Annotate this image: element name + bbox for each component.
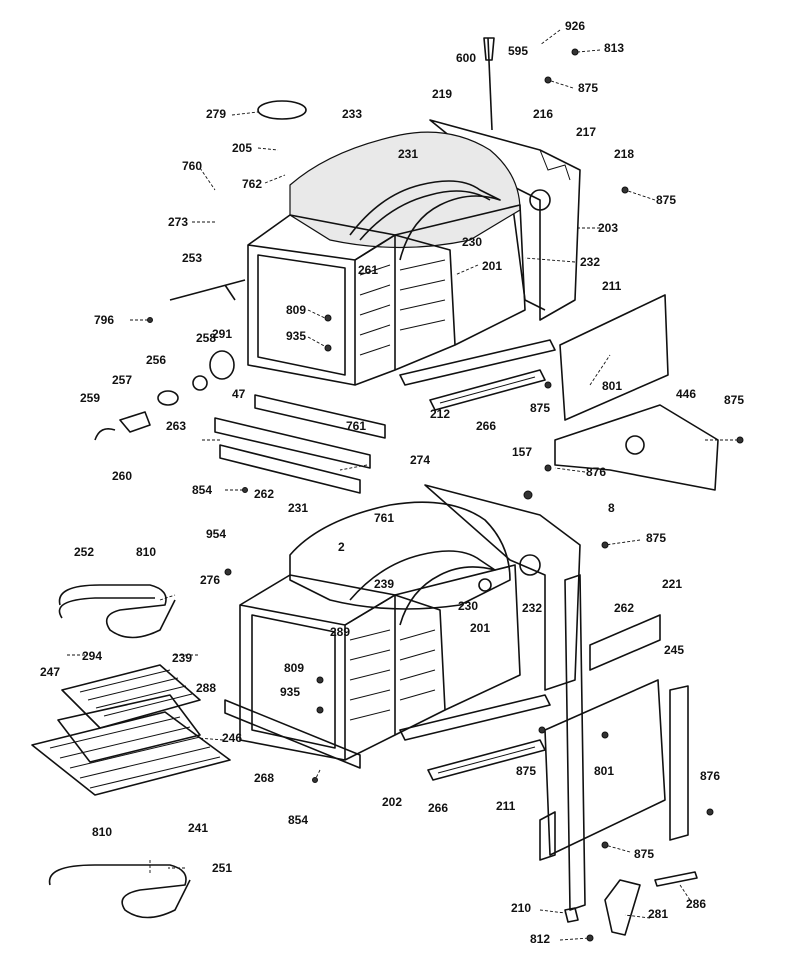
part-number-label: 202	[382, 795, 402, 809]
upper-oven-assembly	[247, 37, 719, 491]
part-number-label: 294	[82, 649, 102, 663]
part-number-label: 266	[428, 801, 448, 815]
part-number-label: 875	[516, 764, 536, 778]
part-number-label: 231	[288, 501, 308, 515]
part-number-label: 875	[724, 393, 744, 407]
part-number-label: 256	[146, 353, 166, 367]
part-number-label: 762	[242, 177, 262, 191]
part-number-label: 761	[346, 419, 366, 433]
part-number-label: 247	[40, 665, 60, 679]
part-number-label: 251	[212, 861, 232, 875]
part-number-label: 291	[212, 327, 232, 341]
part-number-label: 875	[646, 531, 666, 545]
part-number-label: 212	[430, 407, 450, 421]
part-number-label: 262	[614, 601, 634, 615]
part-number-label: 281	[648, 907, 668, 921]
part-number-label: 935	[286, 329, 306, 343]
part-number-label: 446	[676, 387, 696, 401]
part-number-label: 761	[374, 511, 394, 525]
part-number-label: 203	[598, 221, 618, 235]
part-number-label: 201	[482, 259, 502, 273]
part-number-label: 253	[182, 251, 202, 265]
part-number-label: 954	[206, 527, 226, 541]
part-number-label: 219	[432, 87, 452, 101]
part-number-label: 232	[580, 255, 600, 269]
part-number-label: 230	[462, 235, 482, 249]
part-number-label: 205	[232, 141, 252, 155]
part-number-label: 2	[338, 540, 345, 554]
part-number-label: 233	[342, 107, 362, 121]
part-number-label: 801	[602, 379, 622, 393]
lower-oven-assembly	[224, 484, 698, 936]
part-number-label: 218	[614, 147, 634, 161]
part-number-label: 813	[604, 41, 624, 55]
part-number-label: 935	[280, 685, 300, 699]
part-number-label: 812	[530, 932, 550, 946]
part-number-label: 211	[602, 279, 622, 293]
part-number-label: 926	[565, 19, 585, 33]
part-number-label: 241	[188, 821, 208, 835]
part-number-label: 261	[358, 263, 378, 277]
part-number-label: 600	[456, 51, 476, 65]
part-number-label: 268	[254, 771, 274, 785]
part-number-label: 876	[700, 769, 720, 783]
part-labels: 926 813 600 595 875 219 216 279 233 217 218 205 231 7…	[40, 19, 744, 946]
part-number-label: 260	[112, 469, 132, 483]
part-number-label: 239	[172, 651, 192, 665]
part-number-label: 854	[288, 813, 308, 827]
part-number-label: 201	[470, 621, 490, 635]
part-number-label: 257	[112, 373, 132, 387]
part-number-label: 210	[511, 901, 531, 915]
part-number-label: 279	[206, 107, 226, 121]
part-number-label: 809	[284, 661, 304, 675]
part-number-label: 810	[92, 825, 112, 839]
part-number-label: 276	[200, 573, 220, 587]
part-number-label: 239	[374, 577, 394, 591]
part-number-label: 246	[222, 731, 242, 745]
part-number-label: 876	[586, 465, 606, 479]
part-number-label: 801	[594, 764, 614, 778]
part-number-label: 263	[166, 419, 186, 433]
part-number-label: 274	[410, 453, 430, 467]
part-number-label: 760	[182, 159, 202, 173]
lower-left-parts	[31, 584, 231, 919]
part-number-label: 875	[530, 401, 550, 415]
part-number-label: 217	[576, 125, 596, 139]
left-small-parts	[94, 279, 386, 494]
part-number-label: 266	[476, 419, 496, 433]
fasteners	[147, 48, 744, 942]
leader-lines	[65, 29, 740, 941]
part-number-label: 273	[168, 215, 188, 229]
part-number-label: 289	[330, 625, 350, 639]
part-number-label: 221	[662, 577, 682, 591]
part-number-label: 875	[634, 847, 654, 861]
part-number-label: 854	[192, 483, 212, 497]
part-number-label: 809	[286, 303, 306, 317]
part-number-label: 252	[74, 545, 94, 559]
part-number-label: 8	[608, 501, 615, 515]
part-number-label: 216	[533, 107, 553, 121]
part-number-label: 157	[512, 445, 532, 459]
part-number-label: 230	[458, 599, 478, 613]
part-number-label: 796	[94, 313, 114, 327]
part-number-label: 875	[656, 193, 676, 207]
part-number-label: 245	[664, 643, 684, 657]
part-number-label: 875	[578, 81, 598, 95]
part-number-label: 286	[686, 897, 706, 911]
part-number-label: 232	[522, 601, 542, 615]
part-number-label: 259	[80, 391, 100, 405]
part-number-label: 262	[254, 487, 274, 501]
part-number-label: 288	[196, 681, 216, 695]
part-number-label: 595	[508, 44, 528, 58]
part-number-label: 810	[136, 545, 156, 559]
part-number-label: 47	[232, 387, 246, 401]
part-number-label: 211	[496, 799, 516, 813]
part-number-label: 231	[398, 147, 418, 161]
part-number-label: 258	[196, 331, 216, 345]
